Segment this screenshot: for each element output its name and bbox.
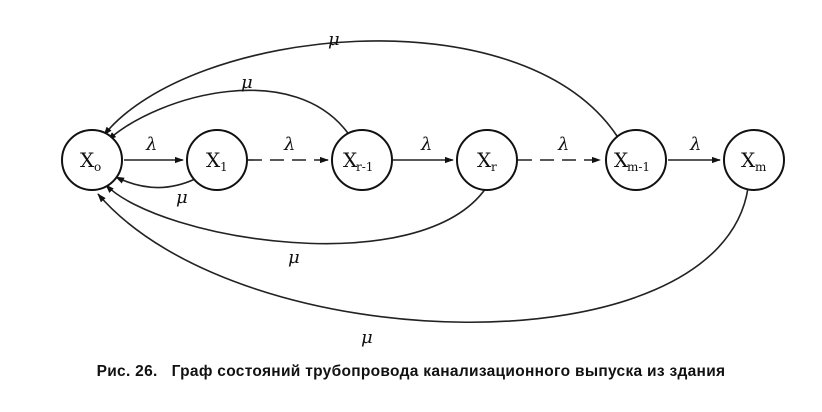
- state-xr-sub: r: [491, 160, 497, 174]
- state-node-x0: X o: [61, 129, 123, 191]
- state-xr-base: X: [477, 148, 492, 172]
- state-node-xr: X r: [456, 129, 518, 191]
- label-rate-xr-1-x0: μ: [241, 72, 253, 93]
- figure-caption-text: Граф состояний трубопровода канализацион…: [171, 363, 726, 380]
- label-rate-xr-x0: μ: [288, 247, 300, 268]
- edge-xr-x0: [105, 184, 487, 245]
- state-xr-1-base: X: [343, 148, 358, 172]
- label-rate-xm-1-x0: μ: [328, 29, 340, 50]
- state-xm-1-base: X: [614, 148, 629, 172]
- state-xm-1-sub: m-1: [627, 160, 650, 174]
- state-xr-1-sub: r-1: [356, 160, 373, 174]
- state-xm-base: X: [741, 148, 756, 172]
- state-x0-base: X: [80, 148, 95, 172]
- state-x0-sub: o: [94, 160, 101, 174]
- state-x1-sub: 1: [220, 160, 228, 174]
- figure-number: Рис. 26.: [96, 363, 158, 380]
- label-rate-xr-1-xr: λ: [420, 134, 432, 155]
- label-rate-xm-1-xm: λ: [689, 134, 701, 155]
- label-rate-x0-x1: λ: [145, 134, 157, 155]
- edge-xr-1-x0: [107, 89, 351, 141]
- state-node-xm-1: X m-1: [605, 129, 667, 191]
- state-node-x1: X 1: [186, 129, 248, 191]
- label-rate-xm-x0: μ: [361, 327, 373, 348]
- label-rate-x1-xr-1: λ: [283, 134, 295, 155]
- state-xm-sub: m: [755, 160, 767, 174]
- label-rate-x1-x0: μ: [176, 187, 188, 208]
- figure-caption: Рис. 26. Граф состояний трубопровода кана…: [0, 363, 822, 381]
- state-node-xr-1: X r-1: [331, 129, 393, 191]
- state-x1-base: X: [206, 148, 221, 172]
- edge-xm-x0: [97, 187, 749, 324]
- edge-xm-1-x0: [103, 40, 618, 137]
- state-node-xm: X m: [723, 129, 785, 191]
- label-rate-xr-xm-1: λ: [557, 134, 569, 155]
- edge-x1-x0: [115, 176, 196, 189]
